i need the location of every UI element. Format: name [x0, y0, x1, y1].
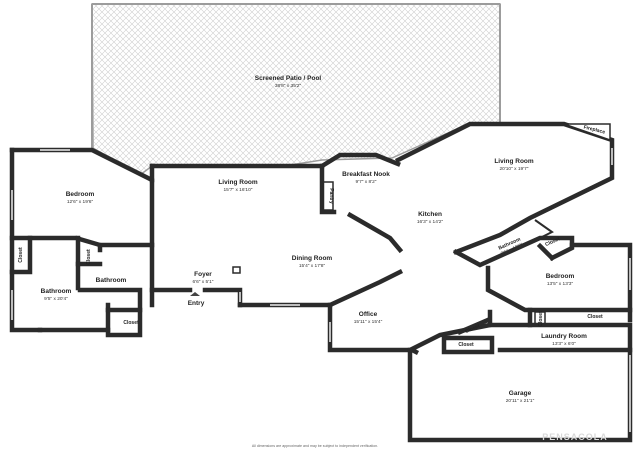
pantry-label: Pantry [328, 188, 334, 204]
entry-arrow-icon [190, 292, 200, 296]
bedroom-west-dims: 12'6" x 19'6" [67, 199, 94, 205]
living-central-name: Living Room [218, 179, 258, 186]
foyer-name: Foyer [194, 271, 212, 278]
screened-patio [91, 3, 501, 176]
breakfast-name: Breakfast Nook [342, 171, 390, 178]
west-bath-walls [9, 235, 155, 338]
office-name: Office [359, 311, 378, 318]
fireplace-label: Fireplace [583, 124, 606, 135]
closet-label-5: Closet [587, 314, 603, 320]
bedroom-west-name: Bedroom [66, 191, 95, 198]
closet-label-6: Closet [538, 311, 544, 327]
laundry-walls [441, 322, 633, 355]
office-dims: 15'11" x 15'4" [354, 319, 383, 325]
laundry-name: Laundry Room [541, 333, 587, 340]
bath-sw-dims: 9'5" x 20'4" [44, 296, 68, 302]
closet-label-7: Closet [464, 323, 481, 335]
breakfast-walls [318, 152, 401, 215]
breakfast-dims: 9'7" x 8'2" [356, 179, 377, 185]
bedroom-east-dims: 13'5" x 13'3" [547, 281, 574, 287]
closet-label-3: Closet [123, 320, 139, 326]
patio-name: Screened Patio / Pool [255, 75, 322, 82]
living-central-dims: 15'7" x 16'10" [224, 187, 253, 193]
kitchen-name: Kitchen [418, 211, 442, 218]
dining-dims: 15'4" x 17'8" [299, 263, 326, 269]
laundry-dims: 13'3" x 6'0" [552, 341, 576, 347]
dining-name: Dining Room [292, 255, 333, 262]
bath-sw-name: Bathroom [41, 288, 72, 295]
west-bedroom-walls [9, 147, 155, 333]
garage-dims: 20'11" x 21'1" [506, 398, 535, 404]
central-walls [149, 163, 404, 308]
entry-label: Entry [188, 300, 205, 307]
patio-dims: 38'8" x 35'2" [275, 83, 302, 89]
closet-label-1: Closet [18, 247, 24, 263]
closet-label-2: Closet [86, 249, 92, 265]
watermark-logo: PENSACOLA [542, 432, 608, 442]
east-living-walls [394, 121, 615, 255]
living-east-dims: 20'10" x 19'7" [500, 166, 529, 172]
east-bedroom-walls [485, 242, 633, 328]
kitchen-dims: 16'3" x 14'2" [417, 219, 444, 225]
bedroom-east-name: Bedroom [546, 273, 575, 280]
garage-walls [407, 347, 633, 443]
ne-bath-walls [452, 219, 575, 268]
foyer-dims: 6'6" x 5'1" [193, 279, 214, 285]
footnote: All dimensions are approximate and may b… [252, 444, 378, 448]
garage-name: Garage [509, 390, 532, 397]
closet-label-4: Closet [544, 236, 561, 248]
closet-label-8: Closet [458, 342, 474, 348]
living-east-name: Living Room [494, 158, 534, 165]
bathroom-small-label: Bathroom [96, 277, 127, 284]
